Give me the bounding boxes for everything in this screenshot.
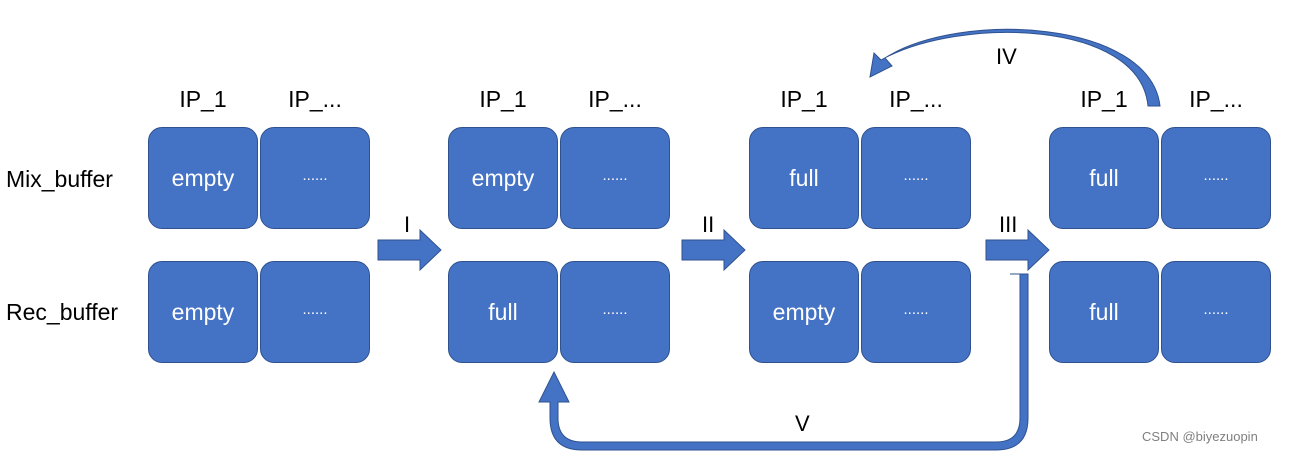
ip-header-2: IP_... xyxy=(588,86,642,112)
ip-header-1: IP_1 xyxy=(479,86,527,112)
ip-header-2: IP_... xyxy=(288,86,342,112)
step-5-arrow xyxy=(538,273,1029,451)
stage4-rec-ip1-cell: full xyxy=(1049,261,1159,363)
stage3-rec-ip1-cell: empty xyxy=(749,261,859,363)
step-3-label: III xyxy=(999,212,1018,237)
stage1-mix-ip1-cell: empty xyxy=(148,127,258,229)
ip-header-1: IP_1 xyxy=(179,86,227,112)
stage2-rec-ipn-cell: ...... xyxy=(560,261,670,363)
stage3-mix-ipn-cell: ...... xyxy=(861,127,971,229)
step-5-label: V xyxy=(795,411,810,436)
stage4-mix-ipn-cell: ...... xyxy=(1161,127,1271,229)
stage2-rec-ip1-cell: full xyxy=(448,261,558,363)
stage4-mix-ip1-cell: full xyxy=(1049,127,1159,229)
stage1-rec-ipn-cell: ...... xyxy=(260,261,370,363)
step-4-label: IV xyxy=(996,44,1017,69)
ip-header-1: IP_1 xyxy=(1080,86,1128,112)
ip-header-2: IP_... xyxy=(889,86,943,112)
stage3-mix-ip1-cell: full xyxy=(749,127,859,229)
step-1-label: I xyxy=(404,212,411,237)
stage1-rec-ip1-cell: empty xyxy=(148,261,258,363)
stage3-rec-ipn-cell: ...... xyxy=(861,261,971,363)
row-label-mix-buffer: Mix_buffer xyxy=(6,166,113,192)
ip-header-2: IP_... xyxy=(1189,86,1243,112)
ip-header-1: IP_1 xyxy=(780,86,828,112)
stage2-mix-ipn-cell: ...... xyxy=(560,127,670,229)
step-4-arrow xyxy=(869,28,1161,107)
stage1-mix-ipn-cell: ...... xyxy=(260,127,370,229)
row-label-rec-buffer: Rec_buffer xyxy=(6,299,119,325)
step-1-arrow xyxy=(377,228,442,272)
step-2-arrow xyxy=(681,228,746,272)
step-2-label: II xyxy=(702,212,715,237)
stage4-rec-ipn-cell: ...... xyxy=(1161,261,1271,363)
watermark: CSDN @biyezuopin xyxy=(1142,429,1258,444)
stage2-mix-ip1-cell: empty xyxy=(448,127,558,229)
step-3-arrow xyxy=(985,228,1050,272)
